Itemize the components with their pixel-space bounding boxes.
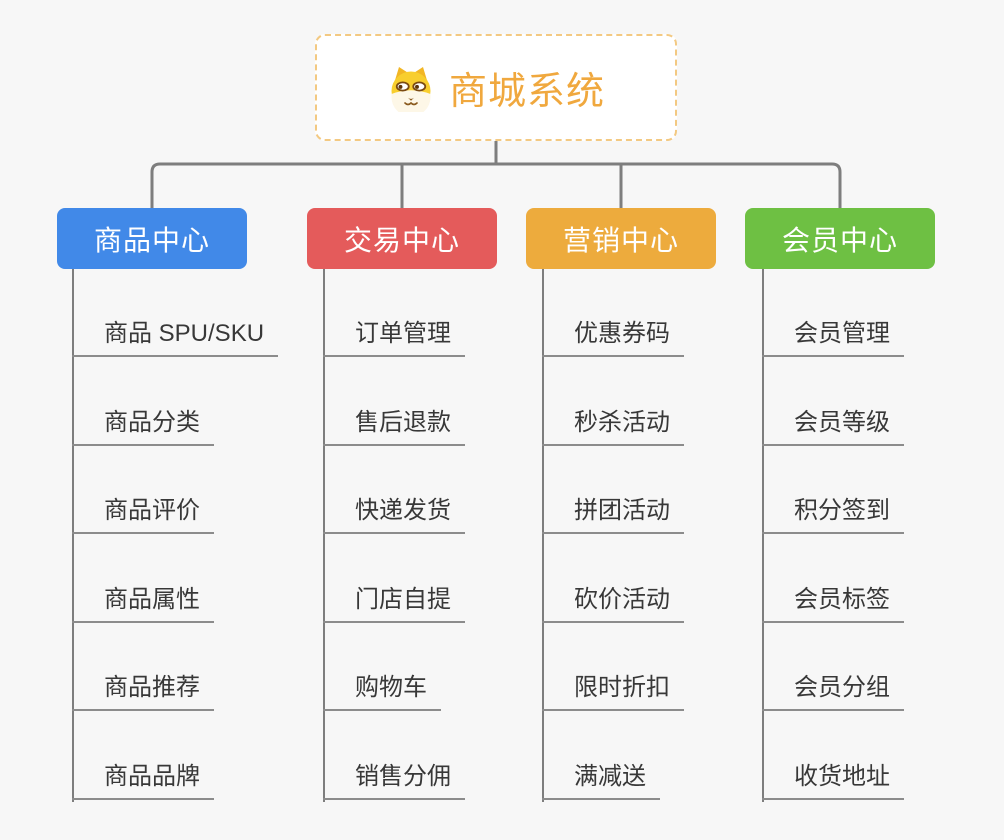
- leaf-node[interactable]: 订单管理: [323, 319, 465, 357]
- leaf-node[interactable]: 秒杀活动: [542, 408, 684, 446]
- dog-face-icon: [391, 66, 431, 112]
- leaf-node[interactable]: 限时折扣: [542, 673, 684, 711]
- root-topic-label: 商城系统: [448, 71, 605, 113]
- branch-node[interactable]: 商品中心: [57, 208, 247, 269]
- branch-spine-line: [72, 269, 74, 802]
- leaf-node[interactable]: 会员管理: [762, 319, 904, 357]
- leaf-node[interactable]: 收货地址: [762, 762, 904, 800]
- branch-spine-line: [762, 269, 764, 802]
- leaf-node[interactable]: 会员分组: [762, 673, 904, 711]
- leaf-node[interactable]: 门店自提: [323, 585, 465, 623]
- leaf-node[interactable]: 快递发货: [323, 496, 465, 534]
- leaf-node[interactable]: 会员等级: [762, 408, 904, 446]
- leaf-node[interactable]: 拼团活动: [542, 496, 684, 534]
- leaf-node[interactable]: 商品推荐: [72, 673, 214, 711]
- leaf-node[interactable]: 商品属性: [72, 585, 214, 623]
- branch-node[interactable]: 会员中心: [745, 208, 935, 269]
- leaf-node[interactable]: 售后退款: [323, 408, 465, 446]
- branch-node[interactable]: 交易中心: [307, 208, 497, 269]
- leaf-node[interactable]: 会员标签: [762, 585, 904, 623]
- branch-node-label: 会员中心: [781, 224, 898, 256]
- branch-node[interactable]: 营销中心: [526, 208, 716, 269]
- leaf-node[interactable]: 销售分佣: [323, 762, 465, 800]
- leaf-node[interactable]: 购物车: [323, 673, 441, 711]
- branch-spine-line: [542, 269, 544, 802]
- leaf-node[interactable]: 商品评价: [72, 496, 214, 534]
- root-topic[interactable]: 商城系统: [315, 34, 677, 141]
- leaf-node[interactable]: 满减送: [542, 762, 660, 800]
- leaf-node[interactable]: 砍价活动: [542, 585, 684, 623]
- leaf-node[interactable]: 商品 SPU/SKU: [72, 319, 279, 357]
- branch-node-label: 营销中心: [562, 224, 679, 256]
- leaf-node[interactable]: 优惠券码: [542, 319, 684, 357]
- leaf-node[interactable]: 商品品牌: [72, 762, 214, 800]
- branch-node-label: 商品中心: [93, 224, 210, 256]
- leaf-node[interactable]: 商品分类: [72, 408, 214, 446]
- leaf-node[interactable]: 积分签到: [762, 496, 904, 534]
- branch-spine-line: [323, 269, 325, 802]
- branch-node-label: 交易中心: [343, 224, 460, 256]
